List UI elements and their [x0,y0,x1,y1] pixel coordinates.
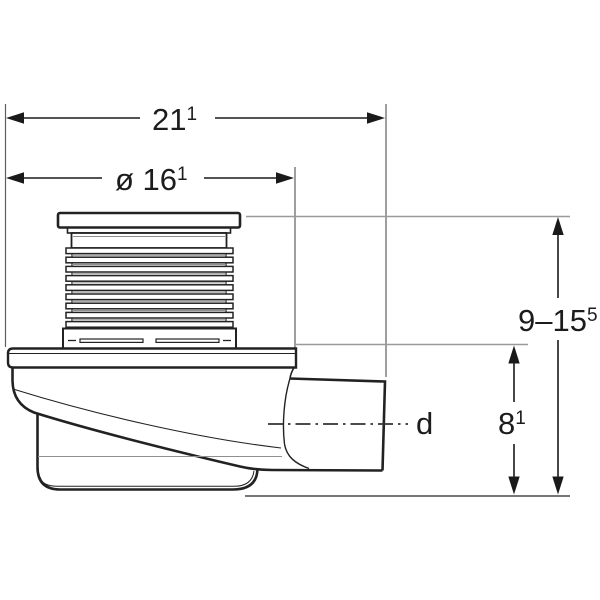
arrow-down [552,476,564,495]
body-inner-sweep-line [12,388,282,449]
dim-outlet-height-label: 81 [498,406,526,441]
trap-bowl-inner-edge [39,470,255,487]
arrow-left [6,112,24,124]
arrow-left [6,172,24,184]
dim-height-range: 9–155 [518,217,598,495]
arrow-down [508,476,520,495]
bellows-rib [65,265,234,273]
body-right-contour [282,378,310,470]
arrow-up [552,217,564,235]
bellows-rib [65,320,234,328]
collar [62,327,237,350]
collar-slot-long [155,338,220,344]
trap-body [11,367,383,491]
outlet-diameter-label: d [416,406,433,441]
bellows-rib [65,247,234,255]
extension-lines [4,104,570,497]
bellows-rib [65,284,234,292]
dim-total-width-label: 211 [152,102,197,137]
bellows-rib [65,274,234,282]
grate-cap [56,211,242,229]
bellows-rib [65,256,234,264]
flange-plate [6,347,298,369]
dim-upper-diameter-label: ø 161 [115,162,188,197]
dim-upper-diameter: ø 161 [6,162,294,197]
body-outer-sweep-line [11,367,383,472]
neck [70,232,228,249]
bellows [65,247,234,329]
drain-unit [6,211,408,491]
bellows-rib [65,302,234,310]
arrow-up [508,345,520,364]
arrow-right [367,112,385,124]
bellows-rib [65,311,234,319]
flange-to-pipe-joint [289,367,295,379]
dim-outlet-height: 81 [498,345,526,495]
trap-bowl [36,413,259,491]
dim-height-range-label: 9–155 [518,303,598,338]
arrow-right [276,172,294,184]
dim-total-width: 211 [6,102,385,137]
bellows-rib [65,293,234,301]
outlet-pipe [289,377,387,471]
flange [6,347,298,369]
collar-slot-long [79,338,144,344]
